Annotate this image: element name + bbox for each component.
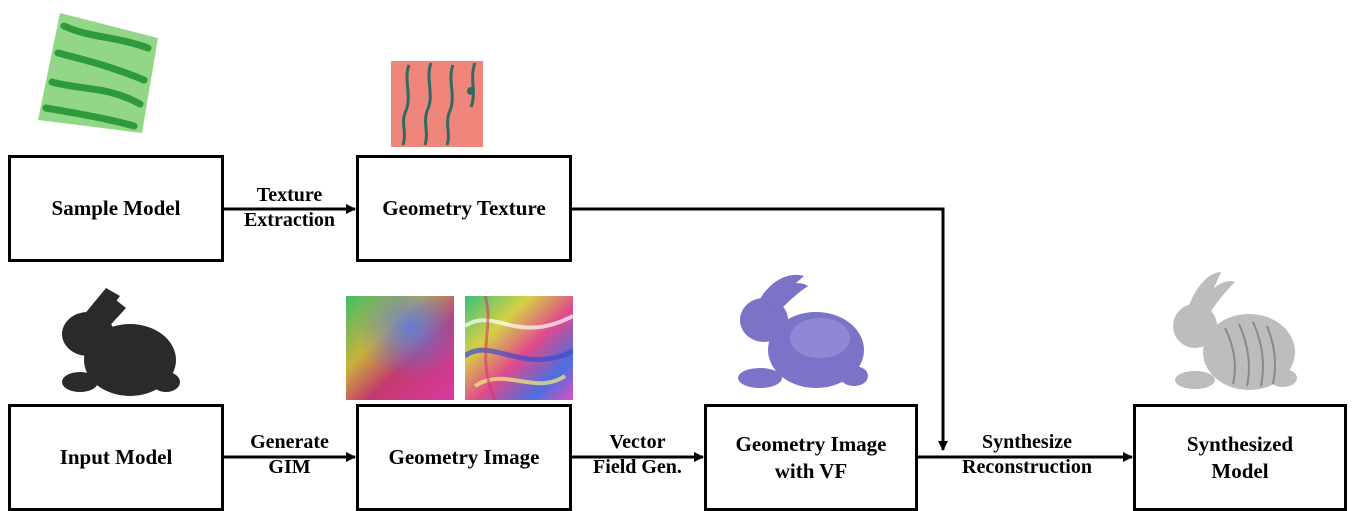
geometry-image-vf-box: Geometry Image with VF [704, 404, 918, 511]
texture-extraction-label: Texture Extraction [224, 183, 355, 233]
synthesized-model-label-line2: Model [1211, 458, 1269, 483]
arrow-texture-to-synthesis [572, 207, 948, 451]
texture-extraction-line2: Extraction [243, 209, 336, 231]
vf-bunny-thumbnail [738, 274, 868, 388]
synthesize-line1: Synthesize [982, 431, 1072, 453]
geometry-image-vf-label-line1: Geometry Image [735, 431, 887, 456]
synthesized-bunny-thumbnail [1173, 272, 1297, 390]
geometry-image-label: Geometry Image [388, 445, 540, 469]
input-bunny-thumbnail [62, 288, 180, 396]
geometry-image-box: Geometry Image [356, 404, 572, 511]
generate-gim-line1: Generate [250, 431, 329, 453]
sample-model-label: Sample Model [51, 196, 181, 220]
geometry-texture-label: Geometry Texture [382, 196, 546, 220]
synthesized-model-label-line1: Synthesized [1186, 431, 1294, 456]
input-model-box: Input Model [8, 404, 224, 511]
vector-field-line1: Vector [609, 431, 666, 453]
geometry-texture-box: Geometry Texture [356, 155, 572, 262]
vector-field-label: Vector Field Gen. [572, 430, 703, 480]
generate-gim-line2: GIM [268, 456, 311, 478]
geometry-texture-thumbnail [391, 61, 483, 147]
synthesized-model-box: Synthesized Model [1133, 404, 1347, 511]
sample-model-box: Sample Model [8, 155, 224, 262]
generate-gim-label: Generate GIM [224, 430, 355, 480]
input-model-label: Input Model [59, 445, 173, 469]
vector-field-line2: Field Gen. [593, 456, 682, 478]
geometry-image-thumbnail-1 [346, 296, 454, 400]
geometry-image-thumbnail-2 [465, 296, 573, 400]
synthesize-label: Synthesize Reconstruction [945, 430, 1109, 480]
synthesize-line2: Reconstruction [962, 456, 1092, 478]
sample-texture-thumbnail [38, 13, 158, 133]
geometry-image-vf-label-line2: with VF [774, 458, 848, 483]
texture-extraction-line1: Texture [256, 184, 323, 206]
